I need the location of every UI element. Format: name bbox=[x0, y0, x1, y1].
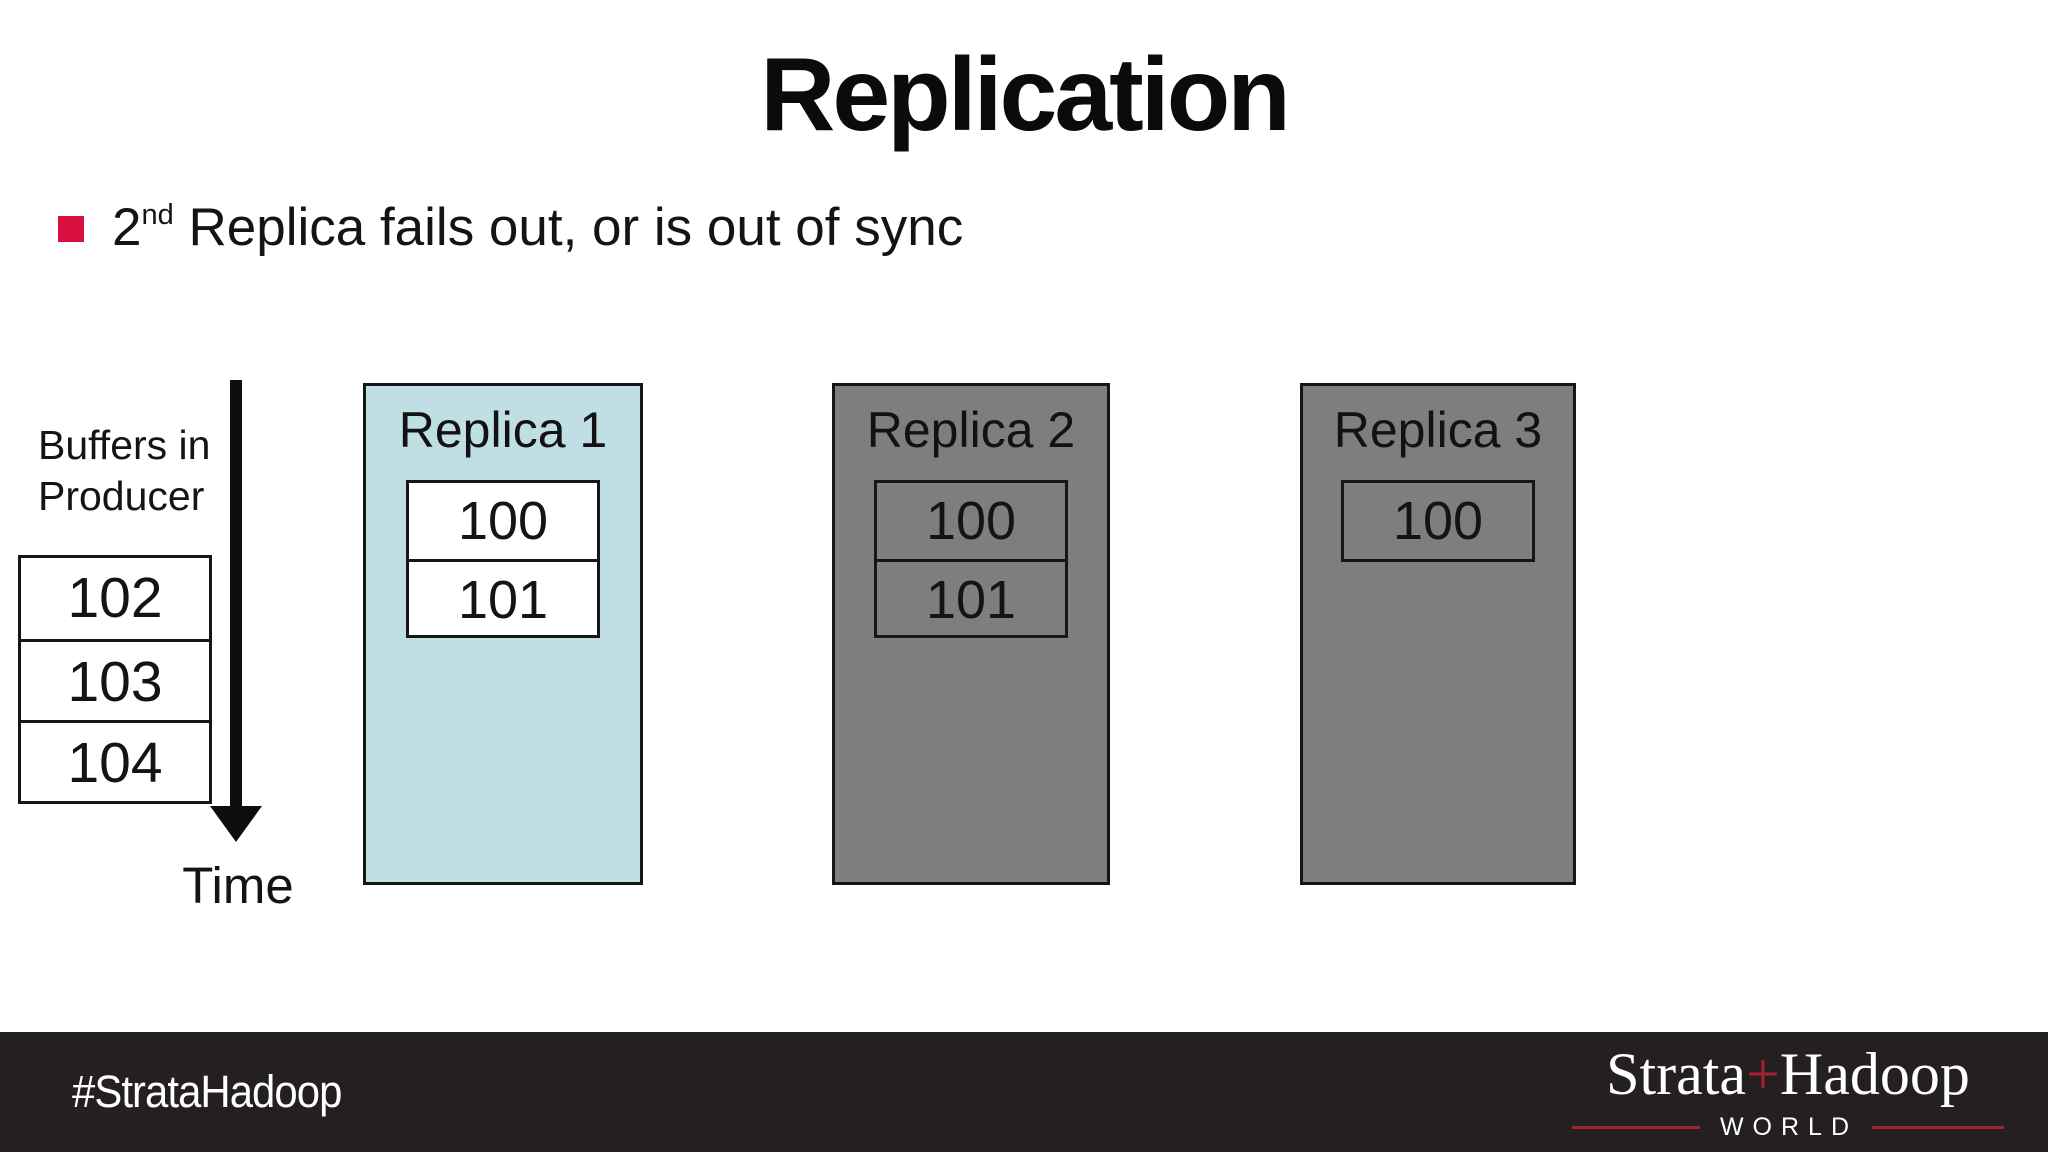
logo-strata: Strata bbox=[1606, 1041, 1747, 1107]
producer-buffer-cell: 102 bbox=[67, 566, 163, 630]
replica-box: Replica 3 100 bbox=[1300, 383, 1576, 885]
replica-message-list: 100 bbox=[1341, 480, 1535, 562]
logo-wordmark: Strata+Hadoop bbox=[1572, 1044, 2004, 1104]
logo-rule-right bbox=[1872, 1126, 2004, 1129]
footer-bar: #StrataHadoop Strata+Hadoop WORLD bbox=[0, 1032, 2048, 1152]
producer-label: Buffers in Producer bbox=[38, 420, 210, 522]
logo-plus-icon: + bbox=[1746, 1041, 1780, 1107]
logo-rule-left bbox=[1571, 1126, 1700, 1129]
message-cell: 101 bbox=[877, 559, 1065, 635]
bullet-sentence: Replica fails out, or is out of sync bbox=[173, 198, 964, 257]
bullet-square-icon bbox=[58, 216, 84, 242]
logo-hadoop: Hadoop bbox=[1779, 1041, 1970, 1107]
bullet-number: 2 bbox=[112, 198, 142, 257]
message-cell: 100 bbox=[1392, 491, 1484, 551]
producer-buffer-cell: 103 bbox=[21, 639, 209, 720]
message-cell: 100 bbox=[457, 491, 549, 551]
producer-label-line2: Producer bbox=[38, 473, 205, 519]
logo-world-label: WORLD bbox=[1719, 1113, 1858, 1141]
strata-hadoop-logo: Strata+Hadoop WORLD bbox=[1571, 1044, 2004, 1142]
replica-title: Replica 3 bbox=[1333, 402, 1543, 458]
bullet-item: 2nd Replica fails out, or is out of sync bbox=[58, 196, 963, 268]
message-cell: 101 bbox=[409, 559, 597, 635]
slide-title: Replication bbox=[760, 37, 1291, 153]
time-axis-label: Time bbox=[182, 857, 294, 914]
producer-buffer-cell: 104 bbox=[21, 720, 209, 801]
conference-hashtag: #StrataHadoop bbox=[72, 1066, 342, 1117]
down-arrow-icon bbox=[210, 380, 262, 842]
bullet-text: 2nd Replica fails out, or is out of sync bbox=[112, 196, 963, 268]
replica-title: Replica 1 bbox=[398, 402, 608, 458]
logo-subline: WORLD bbox=[1571, 1113, 2004, 1142]
bullet-ordinal-suffix: nd bbox=[141, 199, 174, 231]
message-cell: 100 bbox=[925, 491, 1017, 551]
replica-title: Replica 2 bbox=[866, 402, 1076, 458]
producer-label-line1: Buffers in bbox=[38, 422, 211, 468]
